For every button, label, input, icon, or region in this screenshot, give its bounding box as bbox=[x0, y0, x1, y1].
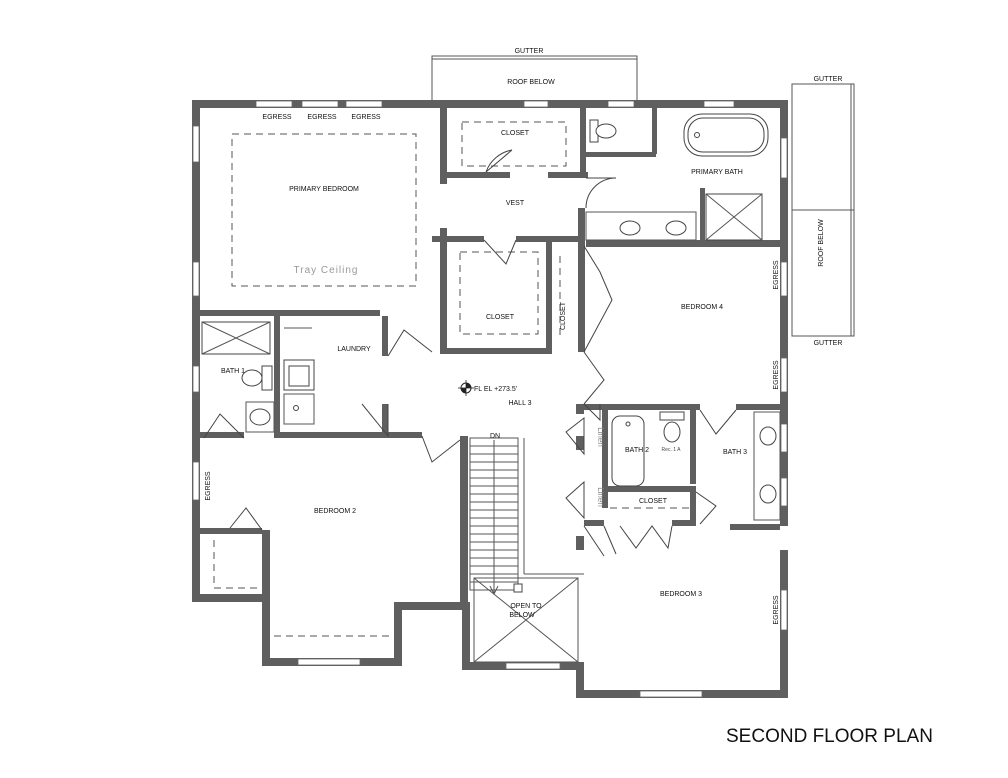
label-egress-bedroom4-a: EGRESS bbox=[773, 260, 780, 290]
windows bbox=[192, 100, 788, 698]
label-bedroom-2: BEDROOM 2 bbox=[314, 508, 356, 515]
label-vest: VEST bbox=[506, 200, 525, 207]
open-to-below bbox=[473, 577, 579, 663]
label-closet-vertical: CLOSET bbox=[560, 301, 567, 330]
elevation-marker-icon bbox=[458, 380, 474, 396]
label-egress-1: EGRESS bbox=[262, 114, 292, 121]
label-bath-3: BATH 3 bbox=[723, 449, 747, 456]
label-bath-2: BATH 2 bbox=[625, 447, 649, 454]
label-egress-3: EGRESS bbox=[351, 114, 381, 121]
roof-below-right bbox=[791, 83, 855, 337]
dashed-outlines bbox=[213, 121, 690, 637]
label-fl-el: FL EL +273.5' bbox=[474, 386, 517, 393]
label-gutter-top: GUTTER bbox=[515, 48, 544, 55]
label-tray-ceiling: Tray Ceiling bbox=[294, 265, 359, 276]
label-rec-fixture: Rec. 1 A bbox=[662, 447, 682, 453]
label-closet-bath: CLOSET bbox=[639, 498, 668, 505]
label-open-to-below-1: OPEN TO bbox=[510, 603, 542, 610]
label-open-to-below-2: BELOW bbox=[509, 612, 535, 619]
label-hall-3: HALL 3 bbox=[508, 400, 531, 407]
label-closet-center: CLOSET bbox=[486, 314, 515, 321]
label-gutter-right-top: GUTTER bbox=[814, 76, 843, 83]
label-bedroom-3: BEDROOM 3 bbox=[660, 591, 702, 598]
label-egress-bedroom3: EGRESS bbox=[773, 595, 780, 625]
label-egress-bedroom2: EGRESS bbox=[205, 471, 212, 501]
stairs bbox=[469, 437, 584, 596]
interior-walls bbox=[200, 108, 780, 610]
room-labels: GUTTER ROOF BELOW GUTTER ROOF BELOW GUTT… bbox=[205, 48, 842, 625]
label-egress-2: EGRESS bbox=[307, 114, 337, 121]
label-roof-below-right: ROOF BELOW bbox=[818, 219, 825, 267]
label-bedroom-4: BEDROOM 4 bbox=[681, 304, 723, 311]
door-swings bbox=[203, 149, 737, 557]
label-linen-2: Linen bbox=[596, 487, 605, 507]
label-bath-1: BATH 1 bbox=[221, 368, 245, 375]
label-roof-below-top: ROOF BELOW bbox=[507, 79, 555, 86]
label-egress-bedroom4-b: EGRESS bbox=[773, 360, 780, 390]
label-dn: DN bbox=[490, 433, 500, 440]
exterior-walls bbox=[192, 100, 788, 698]
label-gutter-right-bottom: GUTTER bbox=[814, 340, 843, 347]
label-primary-bath: PRIMARY BATH bbox=[691, 169, 743, 176]
plan-title: SECOND FLOOR PLAN bbox=[726, 726, 933, 747]
label-linen-1: Linen bbox=[596, 427, 605, 447]
label-laundry: LAUNDRY bbox=[337, 346, 371, 353]
fixtures bbox=[201, 113, 781, 521]
label-closet-top: CLOSET bbox=[501, 130, 530, 137]
label-primary-bedroom: PRIMARY BEDROOM bbox=[289, 186, 359, 193]
